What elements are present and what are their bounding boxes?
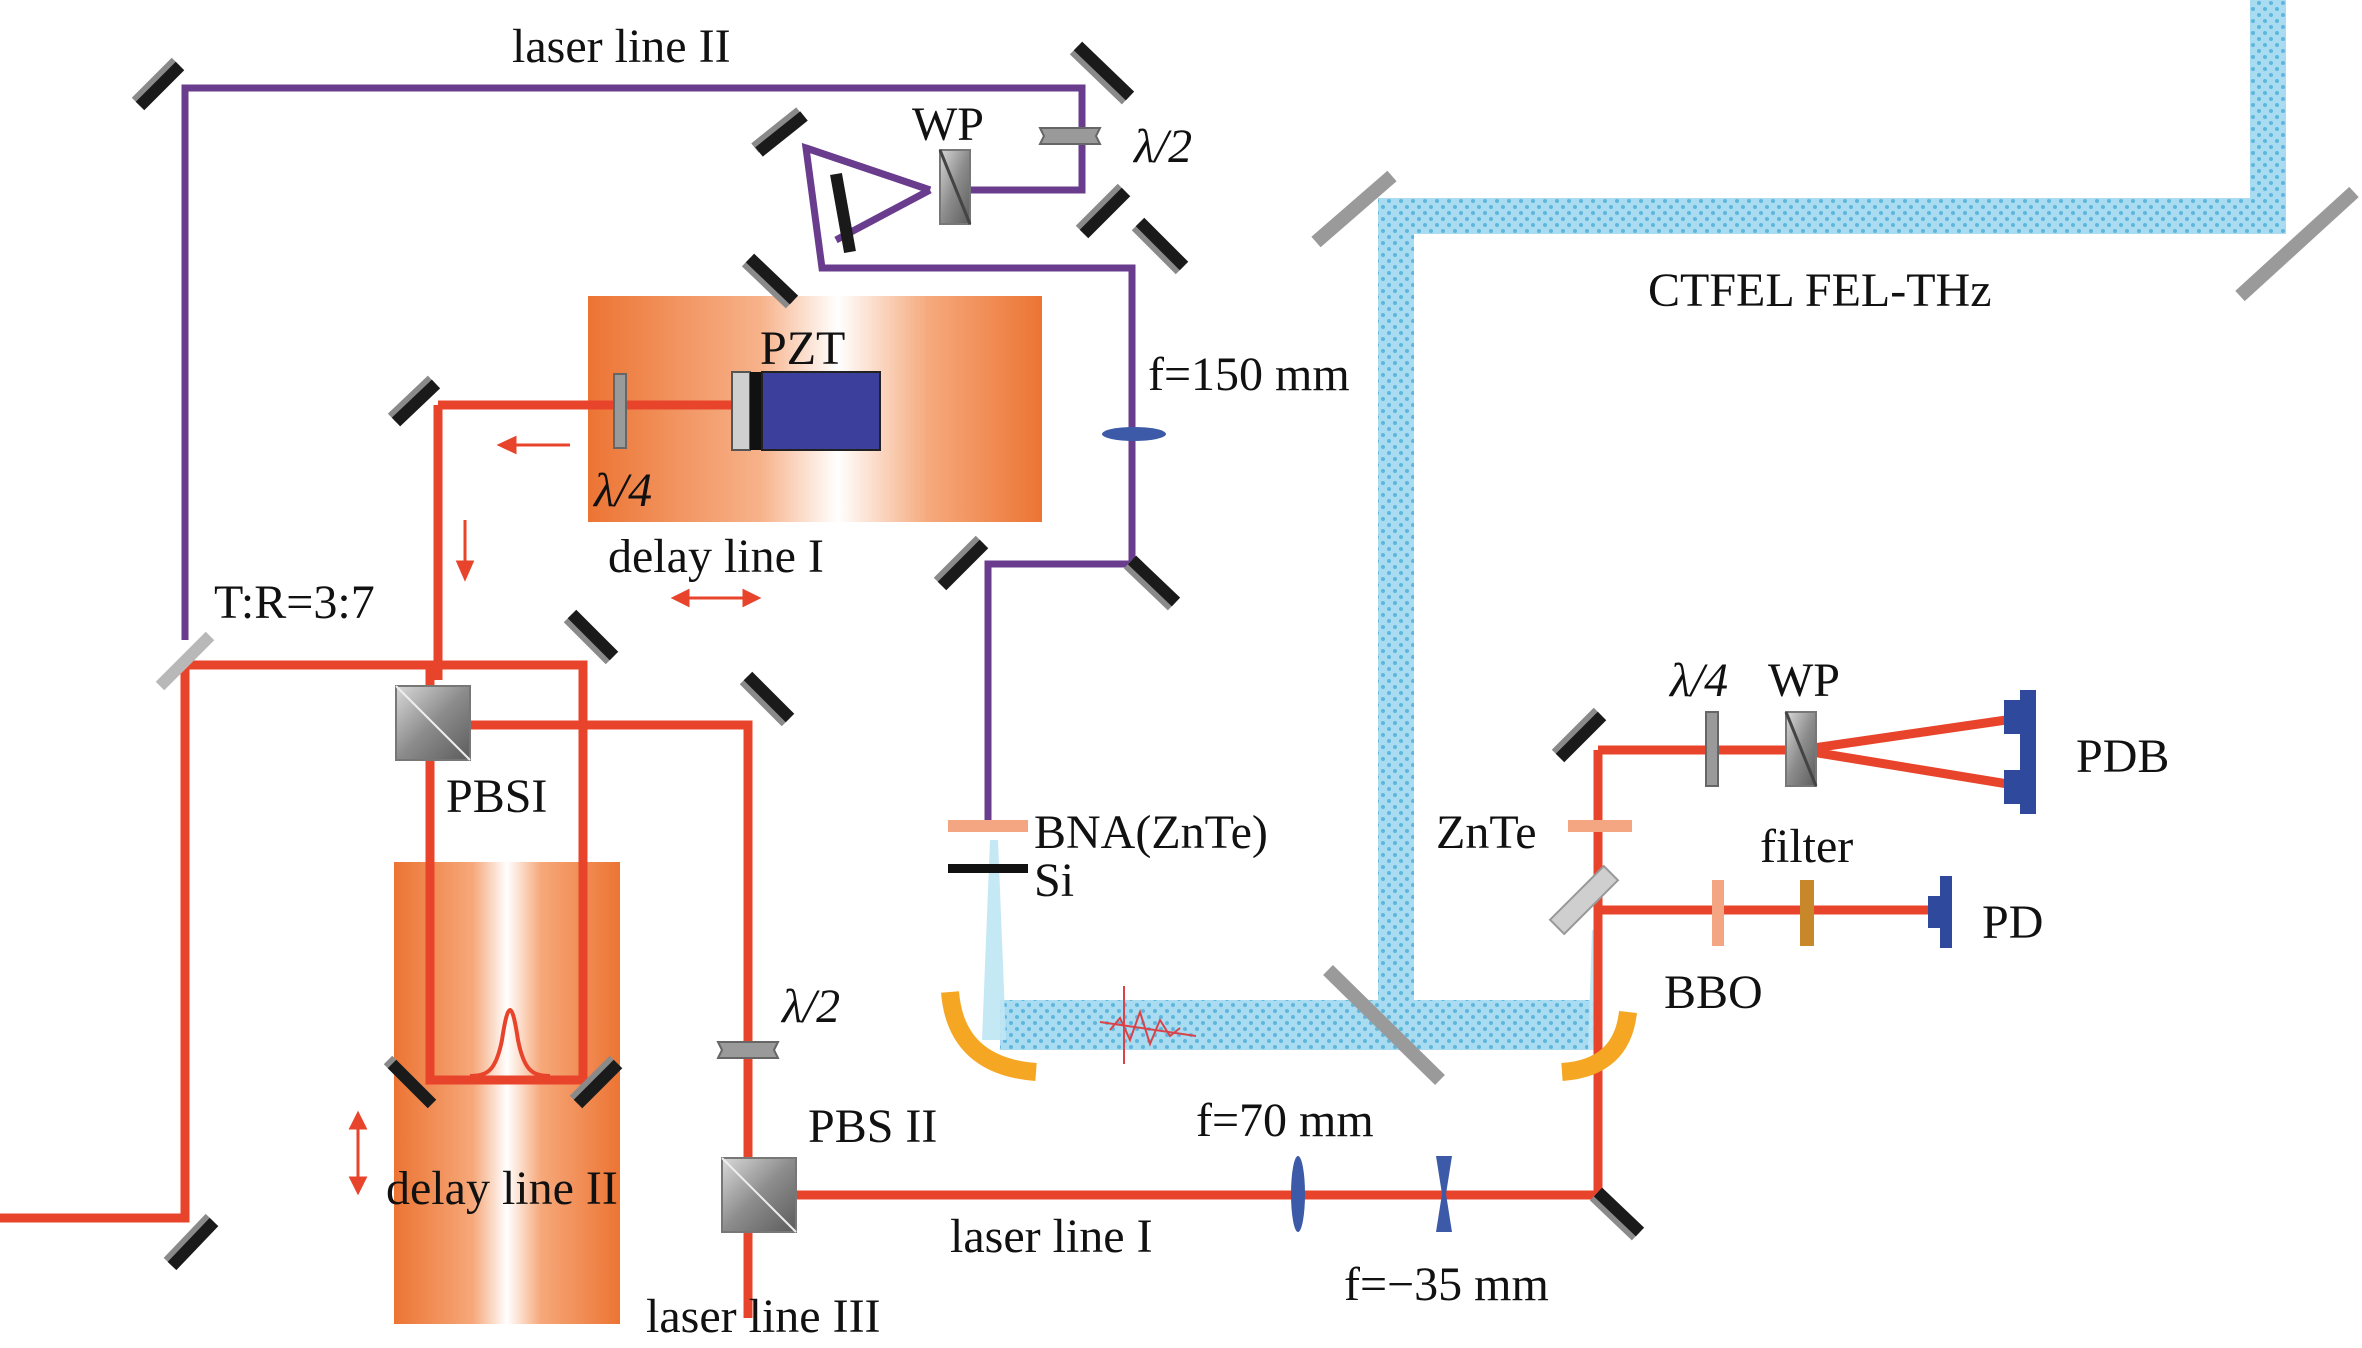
lenses [1102,427,1452,1232]
label-wp-right: WP [1768,654,1840,707]
pzt-actuator [731,371,881,451]
label-laser-line-2: laser line II [512,20,731,73]
direction-arrows [348,435,762,1196]
label-delay-line-1: delay line I [608,530,824,583]
label-pbs2: PBS II [808,1100,937,1153]
red-beam [0,400,2021,1318]
bna-crystal [948,820,1028,832]
pulse-shape [469,1008,551,1078]
label-pbs1: PBSI [446,770,547,823]
mirrors [131,41,1645,1271]
dichroic-splitter [1548,864,1620,936]
beam-splitter-tr [155,631,215,691]
label-f150: f=150 mm [1148,348,1350,401]
label-f-neg35: f=−35 mm [1344,1258,1549,1311]
label-laser-line-1: laser line I [950,1210,1153,1263]
si-wafer [948,864,1028,873]
label-f70: f=70 mm [1196,1094,1374,1147]
wave-plates [613,127,1719,1059]
label-filter: filter [1760,820,1853,873]
label-znte: ZnTe [1436,806,1537,859]
parabolic-mirror-right [1561,1010,1637,1081]
znte-crystal [1568,820,1632,832]
label-bna: BNA(ZnTe) [1034,806,1268,859]
detector-pd [1928,876,1952,948]
label-quarter-wave-right: λ/4 [1668,654,1728,707]
thz-mirrors [1311,170,2359,1085]
label-bbo: BBO [1664,966,1763,1019]
label-si: Si [1034,854,1074,907]
label-ctfel: CTFEL FEL-THz [1648,264,1992,317]
label-pzt: PZT [760,322,845,375]
label-laser-line-3: laser line III [646,1290,881,1343]
label-pdb: PDB [2076,730,2169,783]
detector-pdb [2004,690,2036,814]
label-half-wave-top: λ/2 [1132,120,1192,173]
label-split-ratio: T:R=3:7 [214,576,375,629]
label-delay-line-2: delay line II [386,1162,618,1215]
label-quarter-wave-left: λ/4 [592,464,652,517]
purple-beam [181,84,1136,820]
thz-pulse-marker [1099,986,1197,1064]
label-wp-top: WP [912,98,984,151]
filters [1712,880,1814,946]
parabolic-mirror-left [941,991,1037,1081]
label-pd: PD [1982,896,2043,949]
label-half-wave-bottom: λ/2 [780,980,840,1033]
